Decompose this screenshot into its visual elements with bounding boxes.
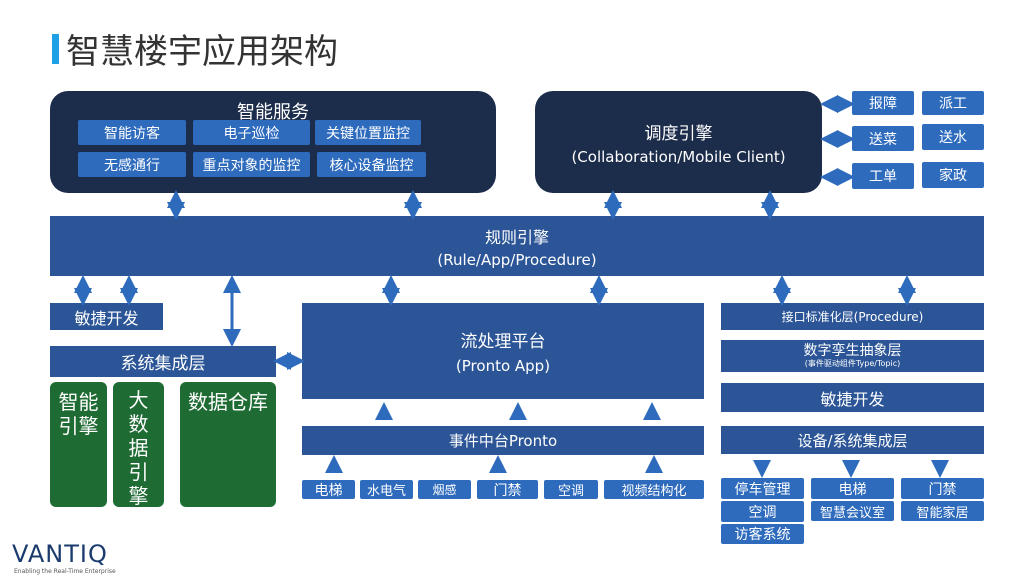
dispatch-item: 报障 (852, 91, 914, 115)
data-warehouse-label: 数据仓库 (188, 390, 268, 414)
title-accent-bar (52, 34, 59, 64)
dispatch-item: 工单 (852, 163, 914, 189)
event-source-item: 空调 (544, 480, 598, 499)
stream-platform-subtitle: (Pronto App) (455, 357, 551, 375)
smart-service-item: 电子巡检 (193, 120, 310, 145)
device-item: 门禁 (901, 478, 984, 499)
device-item: 访客系统 (721, 524, 804, 544)
system-integration-layer: 系统集成层 (50, 346, 276, 377)
agile-dev-left-label: 敏捷开发 (74, 308, 139, 328)
device-integration-layer: 设备/系统集成层 (721, 426, 984, 454)
device-item: 空调 (721, 501, 804, 522)
dispatch-item: 派工 (922, 91, 984, 115)
device-item: 停车管理 (721, 478, 804, 499)
event-center-bar: 事件中台Pronto (302, 426, 704, 455)
device-integration-label: 设备/系统集成层 (797, 431, 908, 450)
smart-service-item: 重点对象的监控 (193, 152, 310, 177)
device-item: 智慧会议室 (811, 501, 894, 521)
device-item: 智能家居 (901, 501, 984, 521)
digital-twin-subtitle: (事件驱动组件Type/Topic) (804, 359, 901, 368)
rule-engine-bar: 规则引擎 (Rule/App/Procedure) (50, 216, 984, 276)
event-source-item: 烟感 (418, 480, 471, 499)
event-source-item: 水电气 (360, 480, 413, 499)
event-center-label: 事件中台Pronto (448, 432, 558, 450)
event-source-item: 视频结构化 (604, 480, 704, 499)
big-data-engine-box: 大 数 据 引 擎 (113, 382, 164, 508)
vantiq-logo: VANTIQ (12, 540, 108, 568)
digital-twin-title: 数字孪生抽象层 (803, 343, 902, 359)
interface-standardization-label: 接口标准化层(Procedure) (781, 310, 924, 324)
rule-engine-title: 规则引擎 (484, 227, 549, 247)
dispatch-item: 家政 (922, 162, 984, 188)
agile-dev-right: 敏捷开发 (721, 383, 984, 412)
agile-dev-right-label: 敏捷开发 (820, 389, 885, 409)
intelligent-engine-label: 智能 引擎 (58, 390, 99, 438)
page-title: 智慧楼宇应用架构 (66, 32, 338, 72)
big-data-engine-label: 大 数 据 引 擎 (128, 388, 149, 508)
vantiq-tagline: Enabling the Real-Time Enterprise (14, 568, 116, 575)
dispatch-item: 送水 (922, 124, 984, 150)
scheduler-panel: 调度引擎 (Collaboration/Mobile Client) (535, 91, 822, 193)
event-source-item: 电梯 (302, 480, 355, 499)
stream-platform-title: 流处理平台 (460, 332, 546, 352)
intelligent-engine-box: 智能 引擎 (50, 382, 107, 507)
event-source-item: 门禁 (477, 480, 538, 499)
data-warehouse-box: 数据仓库 (180, 382, 276, 507)
scheduler-title: 调度引擎 (644, 123, 713, 144)
smart-service-item: 核心设备监控 (317, 152, 426, 177)
smart-service-item: 无感通行 (78, 152, 186, 177)
system-integration-label: 系统集成层 (120, 354, 206, 374)
scheduler-subtitle: (Collaboration/Mobile Client) (571, 147, 786, 166)
device-item: 电梯 (811, 478, 894, 499)
interface-standardization-layer: 接口标准化层(Procedure) (721, 303, 984, 330)
agile-dev-left: 敏捷开发 (50, 303, 163, 330)
digital-twin-layer: 数字孪生抽象层 (事件驱动组件Type/Topic) (721, 340, 984, 372)
smart-service-title: 智能服务 (237, 102, 309, 123)
smart-service-item: 智能访客 (78, 120, 186, 145)
smart-service-item: 关键位置监控 (315, 120, 421, 145)
stream-platform-box: 流处理平台 (Pronto App) (302, 303, 704, 399)
dispatch-item: 送菜 (852, 126, 914, 151)
rule-engine-subtitle: (Rule/App/Procedure) (437, 250, 597, 269)
